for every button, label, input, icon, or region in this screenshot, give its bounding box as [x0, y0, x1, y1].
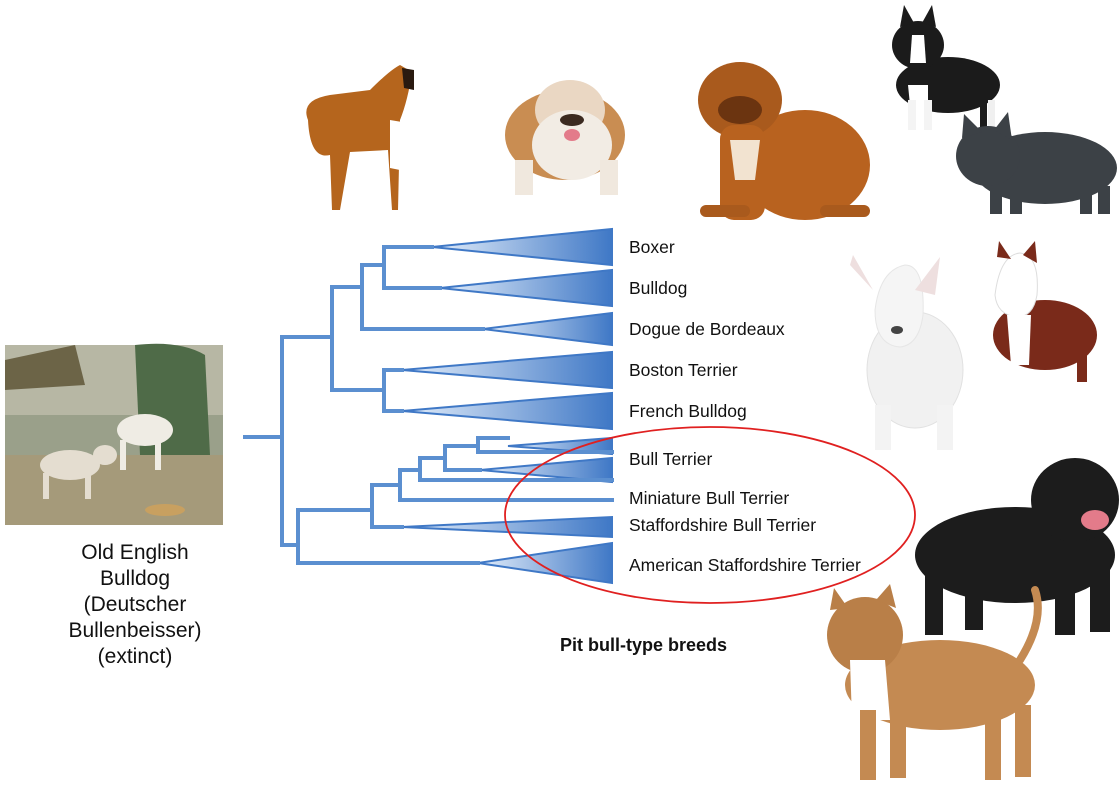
pit-bull-highlight-ellipse — [504, 426, 916, 604]
ancestor-caption-line: (Deutscher — [83, 593, 187, 616]
ancestor-caption-line: Bullenbeisser) — [68, 619, 202, 642]
clade-wedge — [401, 350, 613, 390]
breed-label: French Bulldog — [629, 401, 747, 421]
breed-label: Bull Terrier — [629, 449, 713, 469]
staffordshire-bull-terrier-icon — [915, 458, 1119, 635]
ancestor-caption-line: (extinct) — [97, 645, 173, 668]
clade-wedge — [431, 227, 613, 267]
breed-label: Miniature Bull Terrier — [629, 488, 790, 508]
clade-wedge — [479, 456, 613, 484]
ancestor-caption: Old English Bulldog (Deutscher Bullenbei… — [40, 540, 230, 670]
miniature-bull-terrier-icon — [993, 241, 1097, 382]
breed-label: Staffordshire Bull Terrier — [629, 515, 817, 535]
breed-label: American Staffordshire Terrier — [629, 555, 861, 575]
old-english-bulldog-icon — [5, 343, 223, 525]
bulldog-icon — [505, 80, 625, 195]
clade-wedge — [439, 268, 613, 308]
breed-label: Bulldog — [629, 278, 688, 298]
clade-wedge — [477, 541, 613, 585]
breed-label: Boston Terrier — [629, 360, 738, 380]
boston-terrier-icon — [892, 5, 1000, 130]
breed-label: Boxer — [629, 237, 675, 257]
dogue-de-bordeaux-icon — [698, 62, 870, 220]
ancestor-caption-line: Old English — [81, 541, 189, 564]
clade-wedge — [401, 391, 613, 431]
breed-label: Dogue de Bordeaux — [629, 319, 785, 339]
boxer-icon — [306, 65, 414, 210]
clade-wedge — [482, 311, 613, 347]
american-staffordshire-terrier-icon — [827, 584, 1042, 780]
bull-terrier-icon — [850, 255, 964, 450]
ancestor-caption-line: Bulldog — [99, 567, 171, 590]
pit-bull-group-label: Pit bull-type breeds — [560, 635, 728, 655]
french-bulldog-icon — [956, 112, 1117, 214]
